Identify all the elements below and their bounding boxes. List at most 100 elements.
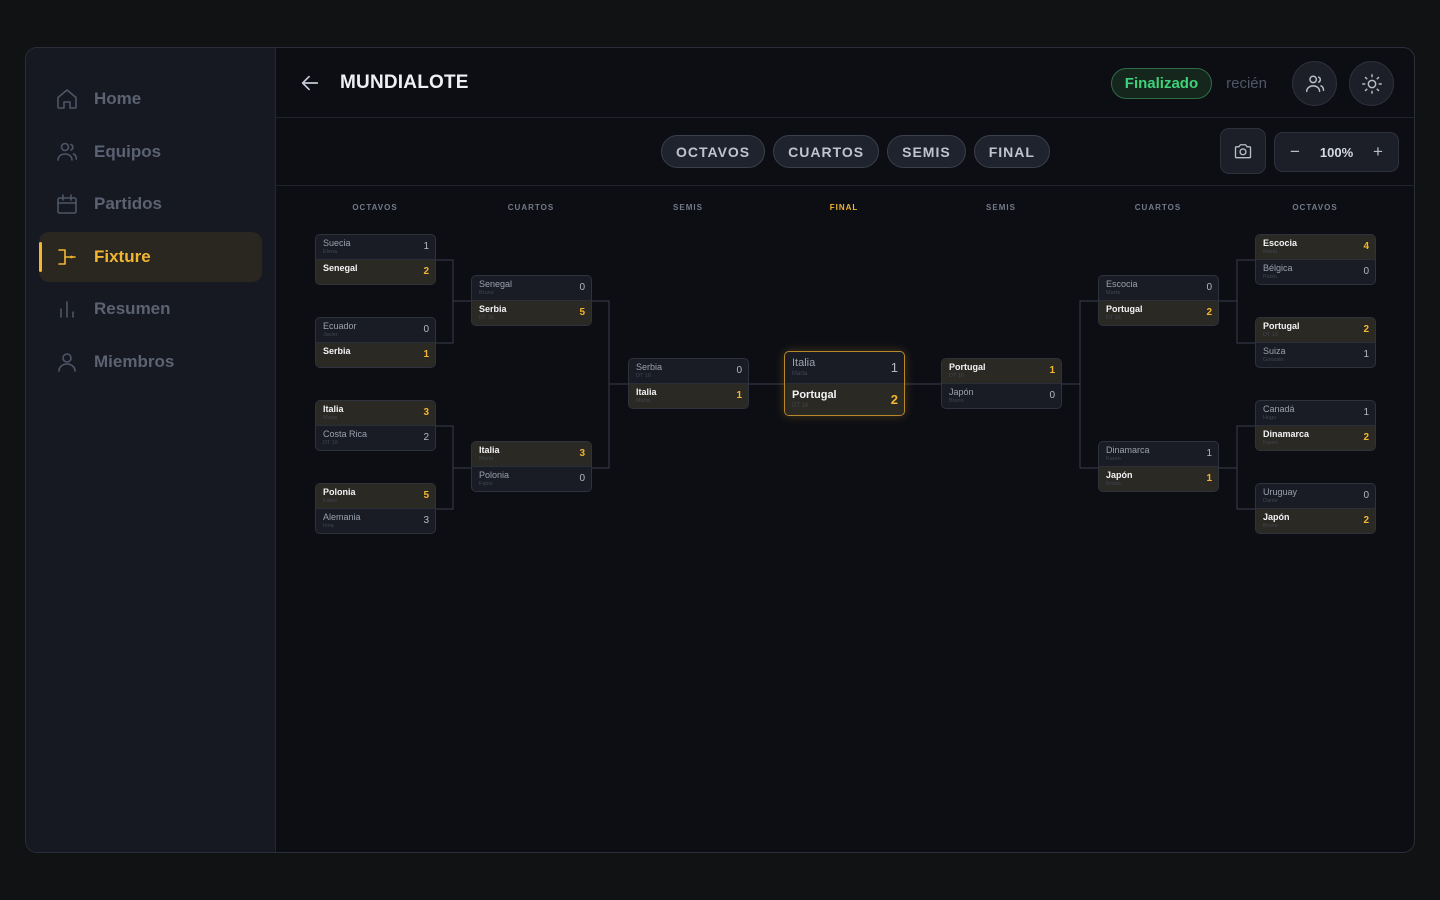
team-name: Dinamarca: [1106, 445, 1150, 455]
team-score: 1: [423, 349, 429, 360]
team-name: Italia: [792, 357, 816, 369]
team-score: 3: [579, 448, 585, 459]
team-owner: Fabio: [323, 498, 337, 504]
sidebar-item-fixture[interactable]: Fixture: [39, 231, 262, 282]
team-owner: Marta: [792, 371, 808, 377]
user-icon: [54, 349, 80, 375]
users-icon: [1305, 74, 1324, 92]
team-owner: DT 16: [792, 403, 809, 409]
team-owner: Elena: [323, 249, 338, 255]
team-owner: Marta: [1263, 249, 1278, 255]
screenshot-button[interactable]: [1220, 128, 1266, 174]
team-name: Portugal: [792, 389, 837, 401]
round-label-cuartos-left: CUARTOS: [507, 203, 555, 212]
team-name: Costa Rica: [323, 429, 368, 439]
team-name: Canadá: [1263, 404, 1295, 414]
zoom-in-button[interactable]: +: [1373, 142, 1383, 161]
sidebar-item-partidos[interactable]: Partidos: [39, 179, 262, 229]
team-score: 0: [1049, 390, 1055, 401]
team-score: 2: [1363, 515, 1369, 526]
sidebar-item-equipos[interactable]: Equipos: [39, 127, 262, 177]
team-name: Senegal: [323, 263, 358, 273]
team-score: 0: [579, 282, 585, 293]
zoom-out-button[interactable]: −: [1290, 142, 1300, 161]
sidebar-item-resumen[interactable]: Resumen: [39, 284, 262, 334]
team-name: Portugal: [1106, 304, 1143, 314]
bracket-canvas: OCTAVOS CUARTOS SEMIS FINAL SEMIS CUARTO…: [276, 186, 1414, 852]
members-button[interactable]: [1292, 61, 1337, 106]
team-owner: Javier: [323, 332, 338, 338]
tab-octavos[interactable]: OCTAVOS: [661, 135, 766, 168]
team-name: Portugal: [1263, 321, 1300, 331]
team-name: Dinamarca: [1263, 429, 1310, 439]
sidebar-item-label: Equipos: [94, 141, 162, 161]
arrow-left-icon: [301, 75, 319, 90]
sidebar-item-miembros[interactable]: Miembros: [39, 337, 262, 387]
app-window: Home Equipos Partidos Fixture Resumen: [25, 47, 1415, 853]
team-name: Serbia: [636, 362, 663, 372]
theme-toggle-button[interactable]: [1349, 61, 1394, 106]
team-name: Escocia: [1263, 238, 1298, 248]
sidebar-item-label: Miembros: [94, 351, 175, 371]
team-owner: Marta: [1106, 290, 1121, 296]
team-name: Polonia: [479, 470, 510, 480]
round-label-octavos-left: OCTAVOS: [352, 203, 398, 212]
round-label-octavos-right: OCTAVOS: [1292, 203, 1338, 212]
tab-final[interactable]: FINAL: [973, 135, 1050, 168]
sidebar-item-home[interactable]: Home: [39, 74, 262, 124]
team-score: 2: [1206, 307, 1212, 318]
team-owner: Irina: [323, 523, 334, 529]
team-row: Senegal 2: [316, 260, 435, 284]
team-owner: Gonzalo: [1263, 357, 1284, 363]
team-score: 2: [423, 266, 429, 277]
team-name: Polonia: [323, 487, 356, 497]
round-label-final: FINAL: [829, 203, 859, 212]
team-score: 1: [1049, 365, 1055, 376]
tab-semis[interactable]: SEMIS: [887, 135, 966, 168]
team-owner: DT 16: [1106, 315, 1121, 321]
team-name: Portugal: [949, 362, 986, 372]
team-score: 1: [423, 241, 429, 252]
team-name: Ecuador: [323, 321, 357, 331]
team-score: 1: [1206, 448, 1212, 459]
team-name: Suecia: [323, 238, 351, 248]
team-score: 4: [1363, 241, 1369, 252]
sidebar-item-label: Partidos: [94, 194, 163, 213]
team-owner: Bruno: [479, 290, 494, 296]
team-owner: Marta: [323, 415, 338, 421]
team-name: Bélgica: [1263, 263, 1293, 273]
team-score: 2: [423, 432, 429, 443]
team-name: Italia: [323, 404, 344, 414]
back-button[interactable]: [298, 71, 322, 95]
tab-cuartos[interactable]: CUARTOS: [773, 135, 880, 168]
team-owner: DT 16: [636, 373, 651, 379]
camera-icon: [1234, 144, 1252, 159]
